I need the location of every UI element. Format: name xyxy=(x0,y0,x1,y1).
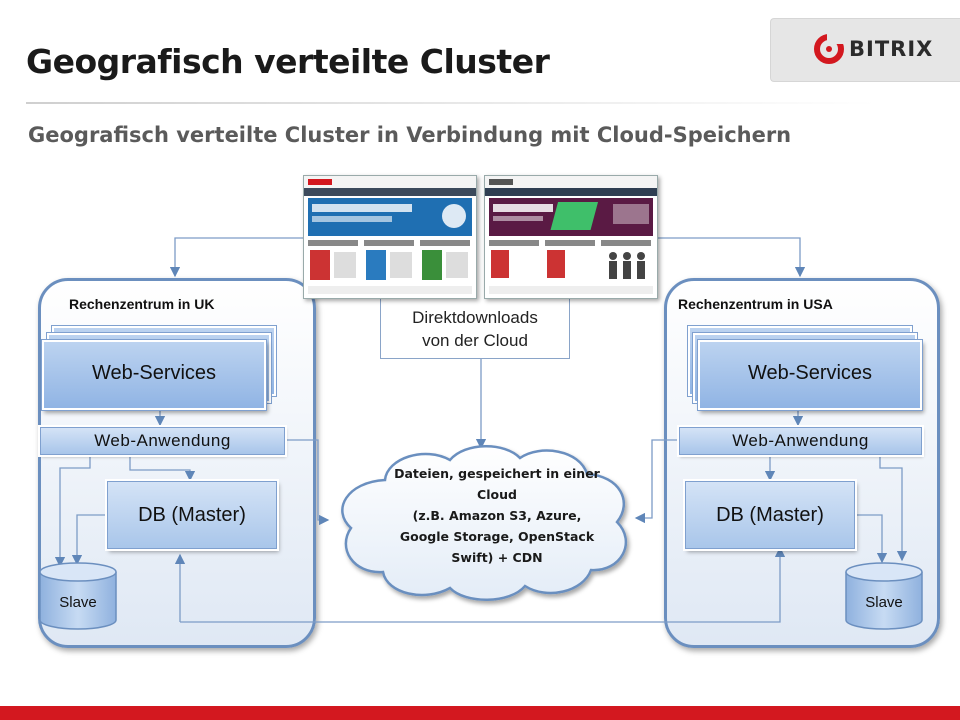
slave-usa-cylinder xyxy=(845,562,923,630)
direct-downloads-line2: von der Cloud xyxy=(422,331,528,350)
cloud-line1: Dateien, gespeichert in einer xyxy=(394,466,600,481)
db-master-uk: DB (Master) xyxy=(105,479,279,551)
db-master-usa: DB (Master) xyxy=(683,479,857,551)
website-screenshot-bitrix-com xyxy=(484,175,658,299)
title-divider xyxy=(26,102,876,104)
web-app-usa: Web-Anwendung xyxy=(677,425,924,457)
bitrix-logo-icon xyxy=(814,32,845,64)
cloud-line4: Google Storage, OpenStack xyxy=(399,529,595,544)
slide-subtitle: Geografisch verteilte Cluster in Verbind… xyxy=(28,123,792,147)
web-services-uk: Web-Services xyxy=(41,339,267,411)
cloud-line5: Swift) + CDN xyxy=(451,550,543,565)
slide-title: Geografisch verteilte Cluster xyxy=(26,42,550,81)
footer-accent-bar xyxy=(0,706,960,720)
web-services-usa: Web-Services xyxy=(697,339,923,411)
website-screenshot-1c-bitrix xyxy=(303,175,477,299)
cloud-description: Dateien, gespeichert in einer Cloud (z.B… xyxy=(376,463,618,568)
web-services-uk-label: Web-Services xyxy=(91,362,217,384)
cloud-shape xyxy=(341,445,628,601)
cloud-line2: Cloud xyxy=(477,487,517,502)
slave-uk-label: Slave xyxy=(59,594,97,611)
web-services-usa-label: Web-Services xyxy=(747,362,873,384)
bitrix-logo: BITRIX xyxy=(770,18,960,82)
slave-uk-cylinder xyxy=(39,562,117,630)
slave-usa-label: Slave xyxy=(865,594,903,611)
direct-downloads-box: Direktdownloads von der Cloud xyxy=(380,298,570,359)
website-screenshot-1c-bitrix-image xyxy=(304,176,476,294)
direct-downloads-line1: Direktdownloads xyxy=(412,308,538,327)
direct-downloads-label: Direktdownloads von der Cloud xyxy=(381,306,569,352)
web-app-uk: Web-Anwendung xyxy=(38,425,287,457)
datacenter-uk-label: Rechenzentrum in UK xyxy=(69,296,215,312)
website-screenshot-bitrix-com-image xyxy=(485,176,657,294)
bitrix-logo-text: BITRIX xyxy=(849,37,934,61)
datacenter-usa-label: Rechenzentrum in USA xyxy=(678,296,833,312)
cloud-line3: (z.B. Amazon S3, Azure, xyxy=(412,508,582,523)
